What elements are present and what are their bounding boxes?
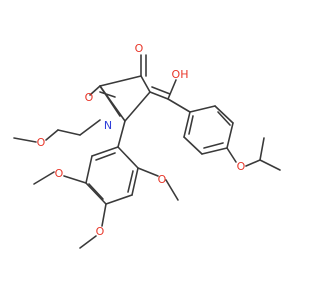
bond-ar2-ome-c-o xyxy=(137,167,159,177)
bond-ar-3 xyxy=(226,122,234,149)
atom-labels: O O OH N O O O O O xyxy=(37,42,246,238)
bond-n-c5 xyxy=(99,85,121,117)
bond-ar-2 xyxy=(214,105,234,124)
bond-ar-4 xyxy=(201,147,228,155)
bond-ome-a-ch3 xyxy=(33,171,55,185)
bond-ome-b-ch3 xyxy=(79,235,97,249)
bond-ar2-ome-a-o xyxy=(63,175,87,184)
bond-ar2-4 xyxy=(85,182,107,205)
bond-ar-1 xyxy=(189,105,216,113)
bond-ar2-1 xyxy=(117,146,139,169)
bond-ar2-6 xyxy=(91,146,119,157)
structure-canvas: O O OH N O O O O O xyxy=(13,42,281,249)
bond-n-c2 xyxy=(99,75,142,87)
bond-ar2-inner-2 xyxy=(88,183,104,200)
bond-ar-5 xyxy=(183,136,203,155)
bond-c3-exo-double xyxy=(151,86,171,95)
atom-n-ring: N xyxy=(104,119,112,132)
bond-ch2-o xyxy=(45,129,59,141)
bond-n-placeholder xyxy=(89,85,101,96)
atom-o-isopropoxy: O xyxy=(237,160,246,173)
atom-o-methoxy-b: O xyxy=(96,225,105,238)
bond-o-ch xyxy=(245,159,261,167)
bond-exo-ar xyxy=(167,98,191,113)
bond-ch2-ch2 xyxy=(57,129,81,136)
bond-ch-ch3-a xyxy=(259,159,281,171)
bond-ar-inner-2 xyxy=(203,142,224,149)
bond-ar2-2 xyxy=(131,167,139,196)
bond-ch-ch3-b xyxy=(259,137,265,161)
bond-c2-c3 xyxy=(140,75,151,93)
bond-ar-inner-1 xyxy=(217,111,231,126)
atom-o-ketone-top: O xyxy=(135,42,144,55)
bond-c3-exo xyxy=(149,91,169,100)
bond-ar2-inner-1 xyxy=(127,170,134,193)
atom-o-amide: O xyxy=(85,91,94,104)
bond-n-ch2 xyxy=(79,119,101,136)
bond-exo-oh xyxy=(167,79,177,100)
bond-ar-o xyxy=(226,147,237,163)
atom-o-methoxyethyl: O xyxy=(37,136,46,149)
molecule-structure: O O OH N O O O O O xyxy=(13,42,281,249)
bond-ar2-3 xyxy=(105,194,133,205)
atom-oh-hydroxyl: OH xyxy=(172,68,189,81)
bond-c1-o-double xyxy=(99,91,116,98)
bond-ar2-ome-b-o xyxy=(101,203,107,227)
bond-ar2-5 xyxy=(85,155,93,184)
bond-c5-ar2 xyxy=(117,120,126,148)
bond-ome-c-ch3 xyxy=(165,179,179,201)
bond-ar2-inner-3 xyxy=(95,152,116,161)
atom-o-methoxy-c: O xyxy=(158,173,167,186)
bond-ar-6 xyxy=(183,111,191,138)
atom-o-methoxy-a: O xyxy=(55,167,64,180)
bond-c3-c4 xyxy=(124,91,151,122)
bonds xyxy=(13,54,281,249)
bond-o-ch3 xyxy=(13,137,37,143)
bond-ar-inner-3 xyxy=(188,115,194,135)
